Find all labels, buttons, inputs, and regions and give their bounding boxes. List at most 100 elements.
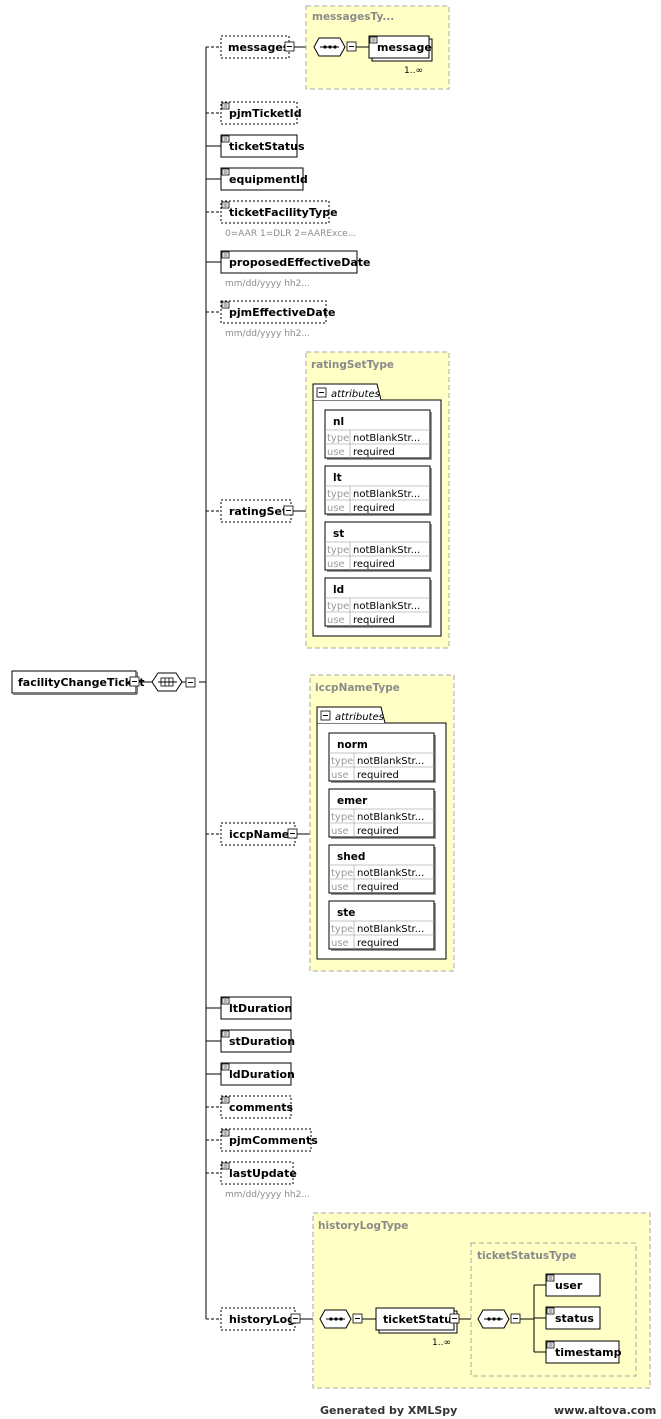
attribute-use-key: use: [327, 503, 345, 514]
element-status[interactable]: status: [545, 1306, 601, 1330]
element-equipmentId[interactable]: equipmentId: [220, 167, 308, 191]
element-doc-icon: [221, 168, 230, 176]
element-ticketFacilityType[interactable]: ticketFacilityType: [220, 200, 338, 224]
attribute-type-value: notBlankStr...: [353, 489, 420, 500]
attribute-use-key: use: [327, 559, 345, 570]
attribute-use-value: required: [353, 503, 395, 514]
collapse-icon[interactable]: [449, 1313, 460, 1324]
attribute-use-key: use: [331, 882, 349, 893]
element-equipmentId-label: equipmentId: [229, 173, 308, 186]
attribute-type-key: type: [327, 545, 349, 556]
element-ticketStatus[interactable]: ticketStatus: [220, 134, 305, 158]
element-ltDuration-label: ltDuration: [229, 1002, 292, 1015]
attribute-type-value: notBlankStr...: [357, 924, 424, 935]
attribute-type-key: type: [331, 868, 353, 879]
collapse-icon[interactable]: [287, 828, 298, 839]
element-proposedEffectiveDate[interactable]: proposedEffectiveDate: [220, 250, 371, 274]
sequence-compositor-icon[interactable]: [319, 1309, 352, 1329]
root-element-label: facilityChangeTicket: [18, 676, 145, 689]
attribute-name: lt: [333, 472, 342, 484]
element-message[interactable]: message: [368, 35, 433, 62]
element-pjmTicketId-label: pjmTicketId: [229, 107, 302, 120]
element-stDuration[interactable]: stDuration: [220, 1029, 295, 1053]
element-doc-icon: [546, 1341, 555, 1349]
attribute-name: ld: [333, 584, 344, 596]
collapse-icon[interactable]: [320, 710, 331, 721]
element-lastUpdate[interactable]: lastUpdate: [220, 1161, 297, 1185]
attribute-type-value: notBlankStr...: [353, 545, 420, 556]
sequence-compositor-icon[interactable]: [477, 1309, 510, 1329]
element-doc-icon: [221, 251, 230, 259]
attribute-use-key: use: [331, 770, 349, 781]
element-ticketStatus-repeated[interactable]: ticketStatus: [375, 1307, 460, 1334]
element-timestamp-label: timestamp: [555, 1346, 622, 1359]
element-iccpName[interactable]: iccpName: [220, 822, 298, 846]
element-status-label: status: [555, 1312, 594, 1325]
collapse-icon[interactable]: [185, 677, 196, 688]
iccpNameType-title: iccpNameType: [315, 682, 400, 694]
element-message-label: message: [377, 41, 432, 54]
attribute-type-value: notBlankStr...: [353, 433, 420, 444]
element-ldDuration-label: ldDuration: [229, 1068, 295, 1081]
element-doc-icon: [221, 135, 230, 143]
sequence-compositor-icon[interactable]: [313, 37, 346, 57]
element-messages[interactable]: messages: [220, 35, 295, 59]
element-historyLog[interactable]: historyLog: [220, 1307, 301, 1331]
attribute-use-value: required: [357, 882, 399, 893]
element-proposedEffectiveDate-label: proposedEffectiveDate: [229, 256, 371, 269]
attribute-use-key: use: [327, 447, 345, 458]
element-ticketStatus-label: ticketStatus: [229, 140, 305, 153]
element-pjmComments[interactable]: pjmComments: [220, 1128, 318, 1152]
attributes-label: attributes: [335, 712, 384, 723]
iccpNameType-box: iccpNameType attributes norm type notBlank…: [309, 674, 455, 972]
attribute-use-value: required: [357, 938, 399, 949]
messagesType-box: messagesTy... message 1..∞: [305, 5, 450, 90]
element-doc-icon: [221, 102, 230, 110]
collapse-icon[interactable]: [284, 41, 295, 52]
element-pjmEffectiveDate[interactable]: pjmEffectiveDate: [220, 300, 335, 324]
root-element-facilityChangeTicket[interactable]: facilityChangeTicket: [11, 670, 145, 695]
footer-generated-label: Generated by XMLSpy: [320, 1404, 458, 1417]
element-pjmTicketId[interactable]: pjmTicketId: [220, 101, 302, 125]
collapse-icon[interactable]: [352, 1313, 363, 1324]
element-ldDuration[interactable]: ldDuration: [220, 1062, 295, 1086]
element-comments[interactable]: comments: [220, 1095, 294, 1119]
element-ticketStatus-repeated-label: ticketStatus: [383, 1313, 459, 1326]
attribute-use-value: required: [357, 770, 399, 781]
collapse-icon[interactable]: [129, 676, 140, 687]
collapse-icon[interactable]: [510, 1313, 521, 1324]
element-ticketFacilityType-label: ticketFacilityType: [229, 206, 338, 219]
element-doc-icon: [221, 301, 230, 309]
collapse-icon[interactable]: [346, 41, 357, 52]
sequence-compositor-icon[interactable]: [151, 672, 183, 692]
attribute-type-key: type: [331, 924, 353, 935]
element-doc-icon: [221, 1129, 230, 1137]
element-doc-icon: [221, 997, 230, 1005]
collapse-icon[interactable]: [316, 387, 327, 398]
attributes-label: attributes: [331, 389, 380, 400]
historyLogType-title: historyLogType: [318, 1220, 408, 1232]
footer-site-link[interactable]: www.altova.com: [554, 1404, 657, 1417]
attribute-type-value: notBlankStr...: [357, 812, 424, 823]
collapse-icon[interactable]: [290, 1313, 301, 1324]
historyLogType-box: historyLogType ticketStatus 1..∞ ticketS…: [312, 1212, 651, 1389]
element-iccpName-label: iccpName: [229, 828, 289, 841]
element-ratingSet[interactable]: ratingSet: [220, 499, 294, 523]
element-timestamp[interactable]: timestamp: [545, 1340, 622, 1364]
element-lastUpdate-label: lastUpdate: [229, 1167, 297, 1180]
collapse-icon[interactable]: [283, 505, 294, 516]
element-comments-label: comments: [229, 1101, 294, 1114]
attribute-name: norm: [337, 739, 368, 751]
element-ltDuration[interactable]: ltDuration: [220, 996, 292, 1020]
ticketStatusType-title: ticketStatusType: [477, 1250, 577, 1262]
element-user[interactable]: user: [545, 1273, 601, 1297]
